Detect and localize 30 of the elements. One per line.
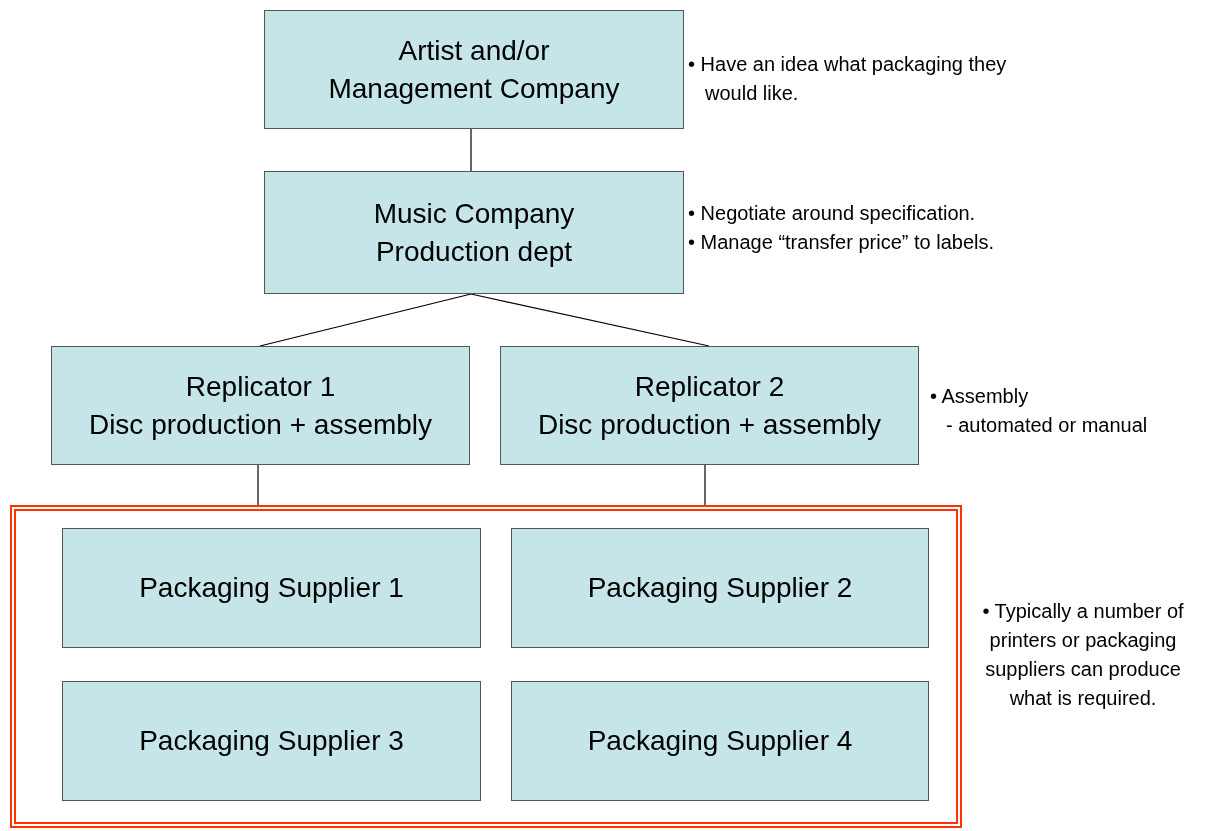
connector-line (470, 128, 472, 172)
process-box (500, 346, 919, 465)
box-label: Replicator 2 (634, 369, 785, 404)
process-box (511, 528, 929, 648)
process-box (51, 346, 470, 465)
process-box (511, 681, 929, 801)
box-label: Packaging Supplier 4 (587, 724, 853, 758)
process-box (62, 528, 481, 648)
note-text: • Typically a number of printers or packaging suppliers can produce what is required. (981, 599, 1185, 711)
process-box (62, 681, 481, 801)
box-label: Packaging Supplier 2 (587, 571, 853, 605)
note-text: • Manage “transfer price” to labels. (688, 230, 995, 255)
box-label: Packaging Supplier 1 (139, 571, 404, 605)
note-text: • Assembly (930, 384, 1029, 409)
connector-line (704, 464, 706, 506)
process-box (264, 171, 684, 294)
box-label: Music Company Production dept (372, 196, 576, 269)
box-label: Packaging Supplier 3 (139, 724, 404, 758)
connector-line (259, 293, 472, 347)
box-label: Disc production + assembly (88, 407, 433, 442)
connector-line (470, 293, 710, 347)
box-label: Replicator 1 (185, 369, 336, 404)
connector-line (257, 464, 259, 506)
box-label: Disc production + assembly (537, 407, 882, 442)
process-box (264, 10, 684, 129)
box-label: Artist and/or Management Company (327, 33, 621, 106)
note-text: • Have an idea what packaging they would like. (688, 52, 1008, 106)
group-frame (10, 505, 962, 828)
note-text: - automated or manual (945, 413, 1148, 438)
note-text: • Negotiate around specification. (688, 201, 976, 226)
